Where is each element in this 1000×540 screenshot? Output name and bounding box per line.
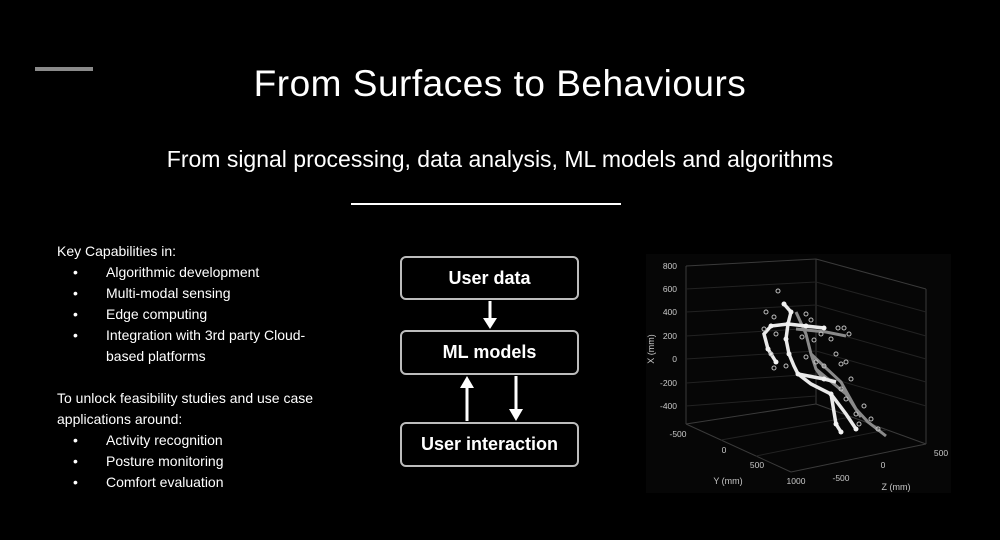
list-item: • Integration with 3rd party Cloud-based … [57, 325, 347, 367]
x-tick-label: 600 [663, 284, 677, 294]
bullet: • [73, 306, 78, 322]
list-item: • Edge computing [57, 304, 347, 325]
x-tick-label: -400 [660, 401, 677, 411]
plot-canvas: 800 600 400 200 0 -200 -400 X (mm) -500 … [646, 258, 948, 492]
axis-box [685, 258, 927, 473]
x-tick-label: -200 [660, 378, 677, 388]
list-item-text: Multi-modal sensing [106, 285, 231, 301]
z-tick-label: 0 [881, 460, 886, 470]
list-item-text: Activity recognition [106, 432, 223, 448]
bullet: • [73, 474, 78, 490]
x-axis-label: X (mm) [646, 334, 656, 364]
y-tick-label: 500 [750, 460, 764, 470]
capabilities-heading: Key Capabilities in: [57, 243, 177, 259]
list-item: • Comfort evaluation [57, 472, 347, 493]
applications-intro-line: applications around: [57, 411, 183, 427]
capabilities-list: • Algorithmic development • Multi-modal se… [57, 262, 347, 367]
marker-points [761, 288, 881, 432]
list-item-text: Posture monitoring [106, 453, 224, 469]
x-tick-label: 0 [672, 354, 677, 364]
arrow-down-icon [509, 376, 523, 421]
flow-diagram: User data ML models User interaction [390, 250, 590, 480]
x-tick-label: 400 [663, 307, 677, 317]
applications-intro: To unlock feasibility studies and use ca… [57, 388, 347, 430]
capabilities-panel: Key Capabilities in: • Algorithmic develo… [57, 241, 347, 493]
bullet: • [73, 432, 78, 448]
z-tick-label: 500 [934, 448, 948, 458]
y-tick-label: 1000 [787, 476, 806, 486]
list-item: • Algorithmic development [57, 262, 347, 283]
arrow-up-icon [460, 376, 474, 421]
skeleton-3d-plot: 800 600 400 200 0 -200 -400 X (mm) -500 … [646, 254, 951, 493]
applications-list: • Activity recognition • Posture monitorin… [57, 430, 347, 493]
list-item-text: Comfort evaluation [106, 474, 224, 490]
x-tick-labels: 800 600 400 200 0 -200 -400 [660, 261, 677, 411]
z-tick-label: -500 [832, 473, 849, 483]
list-item: • Multi-modal sensing [57, 283, 347, 304]
bullet: • [73, 453, 78, 469]
user-interaction-label: User interaction [420, 434, 559, 454]
list-item: • Posture monitoring [57, 451, 347, 472]
user-interaction-box: User interaction [400, 422, 579, 467]
bullet: • [73, 285, 78, 301]
slide-subtitle: From signal processing, data analysis, M… [166, 146, 834, 172]
applications-intro-line: To unlock feasibility studies and use ca… [57, 390, 314, 406]
list-item-text: Algorithmic development [106, 264, 260, 280]
y-tick-label: -500 [669, 429, 686, 439]
arrow-down-icon [483, 301, 497, 329]
y-axis-label: Y (mm) [713, 476, 742, 486]
ml-models-box: ML models [400, 330, 579, 375]
list-item-text: Edge computing [106, 306, 208, 322]
title-divider [351, 203, 621, 205]
slide-title: From Surfaces to Behaviours [253, 63, 747, 104]
list-item-text: Integration with 3rd party Cloud- [106, 327, 306, 343]
accent-bar [35, 67, 93, 71]
user-data-label: User data [448, 267, 531, 288]
list-item: • Activity recognition [57, 430, 347, 451]
skeleton-joints [765, 301, 859, 435]
y-tick-label: 0 [722, 445, 727, 455]
z-axis-label: Z (mm) [882, 482, 911, 492]
y-tick-labels: -500 0 500 1000 [669, 429, 805, 486]
user-data-box: User data [400, 256, 579, 300]
ml-models-label: ML models [442, 342, 537, 362]
x-tick-label: 200 [663, 331, 677, 341]
bullet: • [73, 327, 78, 343]
list-item-text-continued: based platforms [106, 348, 206, 364]
skeleton-primary [762, 302, 858, 433]
bullet: • [73, 264, 78, 280]
x-tick-label: 800 [663, 261, 677, 271]
z-tick-labels: -500 0 500 [832, 448, 948, 483]
